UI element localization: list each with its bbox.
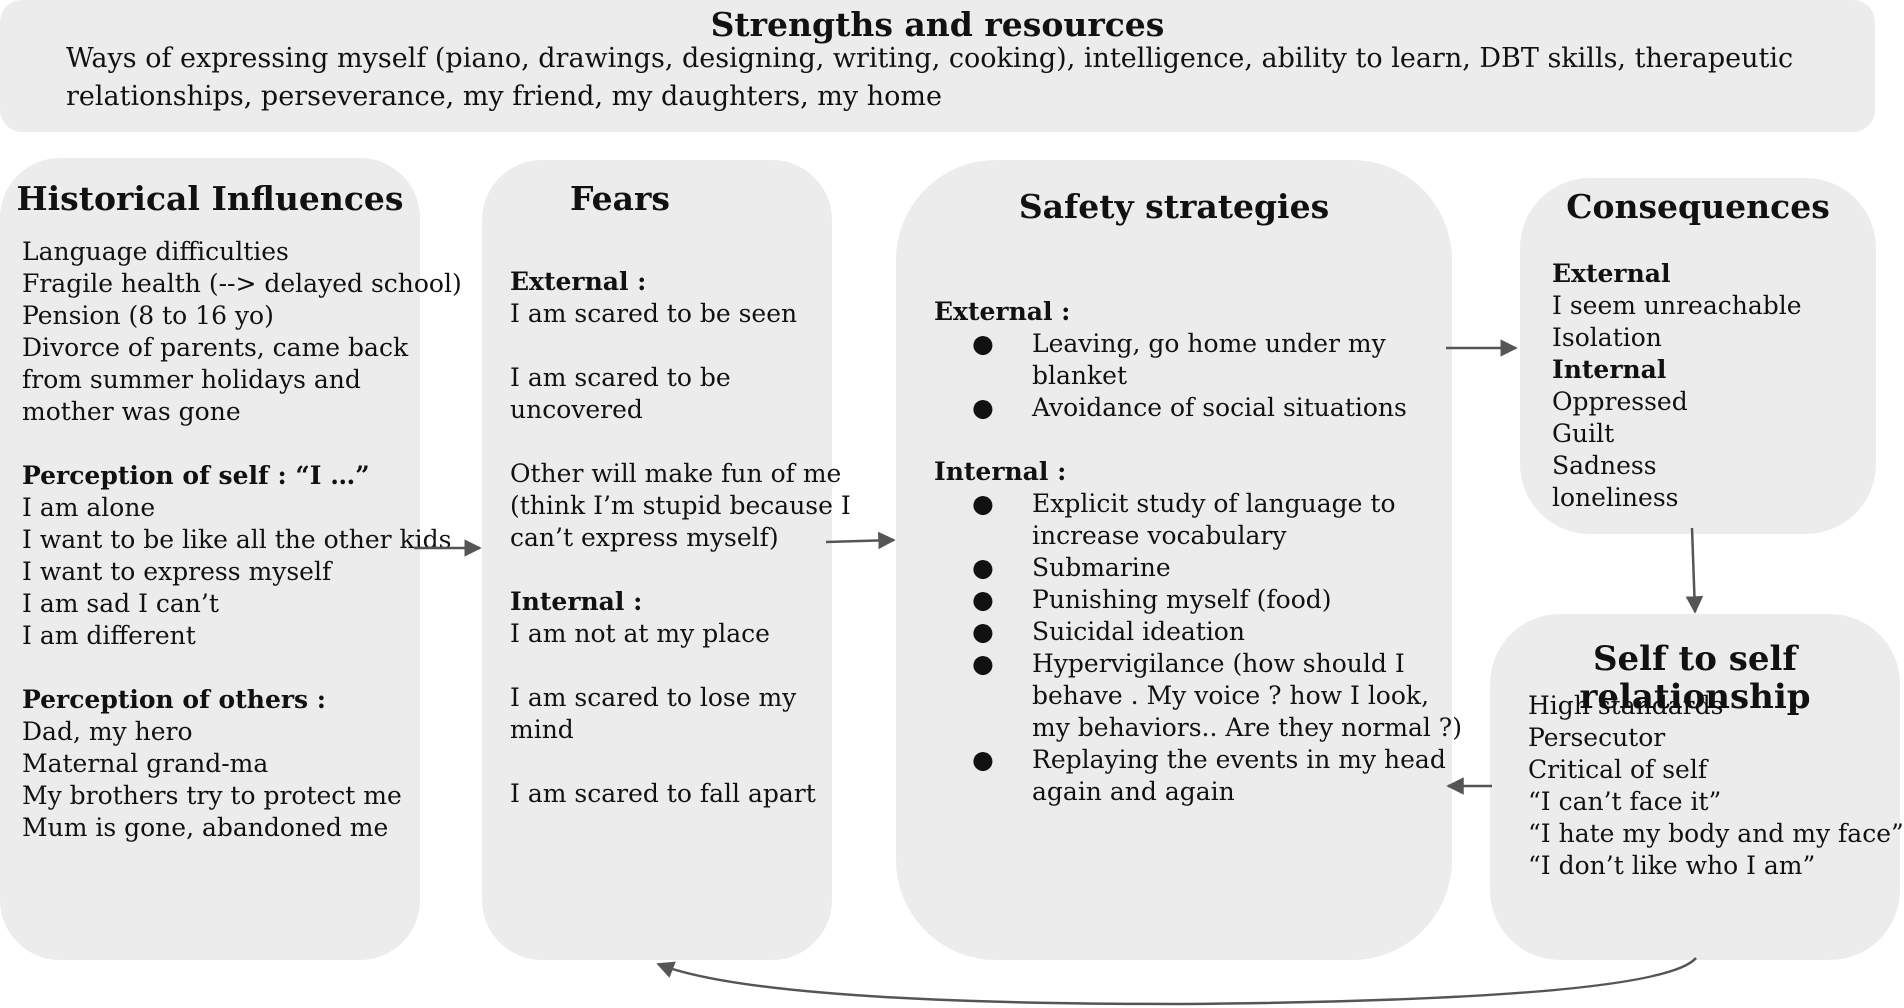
- self-perception-item: I want to be like all the other kids: [22, 525, 452, 554]
- fear-item: I am not at my place: [510, 619, 770, 648]
- safety-item-text: blanket: [1032, 361, 1127, 390]
- history-item: mother was gone: [22, 397, 241, 426]
- bullet-icon: ●: [972, 329, 994, 358]
- self-perception-item: I am alone: [22, 493, 156, 522]
- others-perception-item: My brothers try to protect me: [22, 781, 402, 810]
- bullet-icon: ●: [972, 489, 994, 518]
- consequence-item: Guilt: [1552, 419, 1615, 448]
- bullet-icon: ●: [972, 553, 994, 582]
- self-relationship-title: Self to self relationship: [1579, 639, 1811, 717]
- consequence-item: loneliness: [1552, 483, 1679, 512]
- history-item: Pension (8 to 16 yo): [22, 301, 274, 330]
- safety-item-text: my behaviors.. Are they normal ?): [1032, 713, 1462, 742]
- history-item: from summer holidays and: [22, 365, 361, 394]
- self-relationship-item: “I can’t face it”: [1528, 787, 1722, 816]
- history-item: Divorce of parents, came back: [22, 333, 409, 362]
- self-perception-item: I want to express myself: [22, 557, 332, 586]
- others-perception-item: Maternal grand-ma: [22, 749, 269, 778]
- bullet-icon: ●: [972, 585, 994, 614]
- arrow-consequences-to-self: [1685, 527, 1704, 614]
- safety-item-text: Submarine: [1032, 553, 1171, 582]
- historical-content: Language difficulties Fragile health (--…: [22, 236, 462, 844]
- safety-item-text: again and again: [1032, 777, 1235, 806]
- fear-item: mind: [510, 715, 574, 744]
- self-relationship-item: Persecutor: [1528, 723, 1666, 752]
- perception-of-others-heading: Perception of others :: [22, 685, 327, 714]
- fear-item: Other will make fun of me: [510, 459, 842, 488]
- self-relationship-box: Self to self relationship: [1490, 614, 1900, 960]
- strengths-box: Strengths and resources Ways of expressi…: [0, 0, 1875, 132]
- fear-item: I am scared to be seen: [510, 299, 798, 328]
- fears-title: Fears: [570, 179, 670, 218]
- strengths-title: Strengths and resources: [710, 5, 1165, 44]
- consequence-item: Oppressed: [1552, 387, 1688, 416]
- fears-external-heading: External :: [510, 267, 647, 296]
- safety-list-item: ● Punishing myself (food): [934, 584, 1462, 616]
- self-perception-item: I am different: [22, 621, 196, 650]
- fear-item: I am scared to fall apart: [510, 779, 816, 808]
- fear-item: I am scared to lose my: [510, 683, 797, 712]
- fears-box: Fears: [482, 160, 832, 960]
- perception-of-self-heading: Perception of self : “I …”: [22, 461, 370, 490]
- safety-item-text: Leaving, go home under my: [1032, 329, 1386, 358]
- bullet-icon: ●: [972, 393, 994, 422]
- consequences-box: Consequences: [1520, 178, 1876, 534]
- bullet-icon: ●: [972, 617, 994, 646]
- consequence-item: Sadness: [1552, 451, 1657, 480]
- history-item: Language difficulties: [22, 237, 289, 266]
- bullet-icon: ●: [972, 649, 994, 678]
- safety-item-text: Explicit study of language to: [1032, 489, 1396, 518]
- consequences-title: Consequences: [1566, 187, 1830, 226]
- consequences-content: External I seem unreachable Isolation In…: [1552, 258, 1802, 514]
- safety-list-item: ● Suicidal ideation: [934, 616, 1462, 648]
- safety-item-text: Replaying the events in my head: [1032, 745, 1446, 774]
- consequences-internal-heading: Internal: [1552, 355, 1667, 384]
- safety-list-item: ● Avoidance of social situations: [934, 392, 1462, 424]
- fear-item: (think I’m stupid because I: [510, 491, 851, 520]
- arrow-self-to-fears-loop: [656, 957, 1697, 1006]
- fear-item: can’t express myself): [510, 523, 779, 552]
- fears-internal-heading: Internal :: [510, 587, 643, 616]
- others-perception-item: Dad, my hero: [22, 717, 193, 746]
- safety-item-text: Avoidance of social situations: [1032, 393, 1407, 422]
- safety-list-item: ● Replaying the events in my head again …: [934, 744, 1462, 808]
- self-relationship-item: High standards: [1528, 691, 1724, 720]
- fears-content: External : I am scared to be seen I am s…: [510, 266, 851, 810]
- self-relationship-item: “I hate my body and my face”: [1528, 819, 1904, 848]
- fear-item: I am scared to be: [510, 363, 731, 392]
- historical-title: Historical Influences: [16, 179, 404, 218]
- safety-item-text: Punishing myself (food): [1032, 585, 1332, 614]
- consequence-item: Isolation: [1552, 323, 1662, 352]
- strengths-text: Ways of expressing myself (piano, drawin…: [66, 40, 1793, 116]
- history-item: Fragile health (--> delayed school): [22, 269, 462, 298]
- safety-item-text: Suicidal ideation: [1032, 617, 1245, 646]
- safety-item-text: Hypervigilance (how should I: [1032, 649, 1405, 678]
- consequence-item: I seem unreachable: [1552, 291, 1802, 320]
- others-perception-item: Mum is gone, abandoned me: [22, 813, 389, 842]
- safety-content: External : ● Leaving, go home under my b…: [934, 296, 1462, 808]
- safety-external-heading: External :: [934, 297, 1071, 326]
- consequences-external-heading: External: [1552, 259, 1671, 288]
- safety-list-item: ● Explicit study of language to increase…: [934, 488, 1462, 552]
- safety-item-text: increase vocabulary: [1032, 521, 1287, 550]
- self-perception-item: I am sad I can’t: [22, 589, 219, 618]
- safety-item-text: behave . My voice ? how I look,: [1032, 681, 1430, 710]
- self-relationship-item: Critical of self: [1528, 755, 1708, 784]
- bullet-icon: ●: [972, 745, 994, 774]
- safety-list-item: ● Hypervigilance (how should I behave . …: [934, 648, 1462, 744]
- fear-item: uncovered: [510, 395, 643, 424]
- safety-list-item: ● Leaving, go home under my blanket: [934, 328, 1462, 392]
- strengths-line: Ways of expressing myself (piano, drawin…: [66, 43, 1794, 74]
- safety-strategies-box: Safety strategies: [896, 160, 1452, 960]
- safety-internal-heading: Internal :: [934, 457, 1067, 486]
- self-relationship-item: “I don’t like who I am”: [1528, 851, 1816, 880]
- safety-list-item: ● Submarine: [934, 552, 1462, 584]
- safety-title: Safety strategies: [1018, 187, 1330, 226]
- self-relationship-content: High standards Persecutor Critical of se…: [1528, 690, 1904, 882]
- strengths-line: relationships, perseverance, my friend, …: [66, 81, 942, 112]
- historical-influences-box: Historical Influences: [0, 158, 420, 960]
